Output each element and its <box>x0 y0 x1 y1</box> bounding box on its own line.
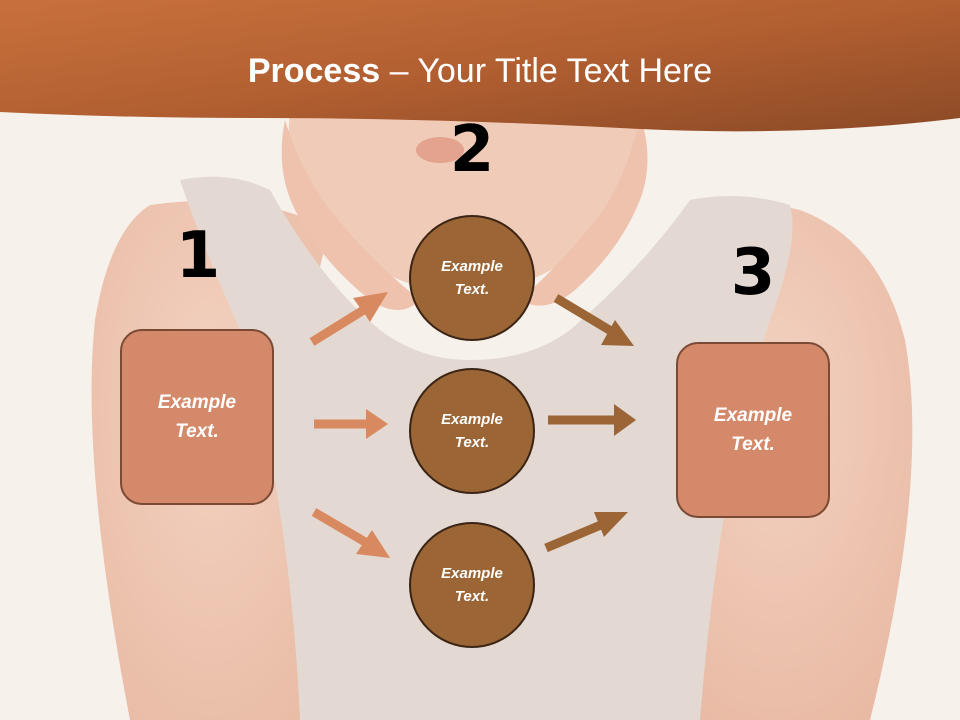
title-bold: Process <box>247 52 381 90</box>
step-1-number: 1 <box>175 219 221 293</box>
slide-title: Process – Your Title Text Here <box>0 52 960 91</box>
step-2-item-3-label: Example Text. <box>441 565 503 605</box>
step-3-box: Example Text. <box>676 342 830 518</box>
step-1-box: Example Text. <box>120 329 274 505</box>
step-2-circle-3: Example Text. <box>409 522 535 648</box>
step-2-item-1-label: Example Text. <box>441 258 503 298</box>
step-3-label: Example Text. <box>713 405 793 455</box>
arrow-1-to-2b <box>314 409 388 439</box>
arrow-2c-to-3 <box>544 512 628 553</box>
arrow-2b-to-3 <box>548 404 636 436</box>
step-2-circle-2: Example Text. <box>409 368 535 494</box>
title-rest: – Your Title Text Here <box>380 52 713 90</box>
arrow-1-to-2a <box>309 292 388 346</box>
step-2-item-2-label: Example Text. <box>441 411 503 451</box>
step-2-circle-1: Example Text. <box>409 215 535 341</box>
arrow-1-to-2c <box>311 508 390 558</box>
arrow-2a-to-3 <box>553 294 634 346</box>
step-2-number: 2 <box>449 113 495 187</box>
step-1-label: Example Text. <box>157 392 237 442</box>
step-3-number: 3 <box>730 236 776 310</box>
